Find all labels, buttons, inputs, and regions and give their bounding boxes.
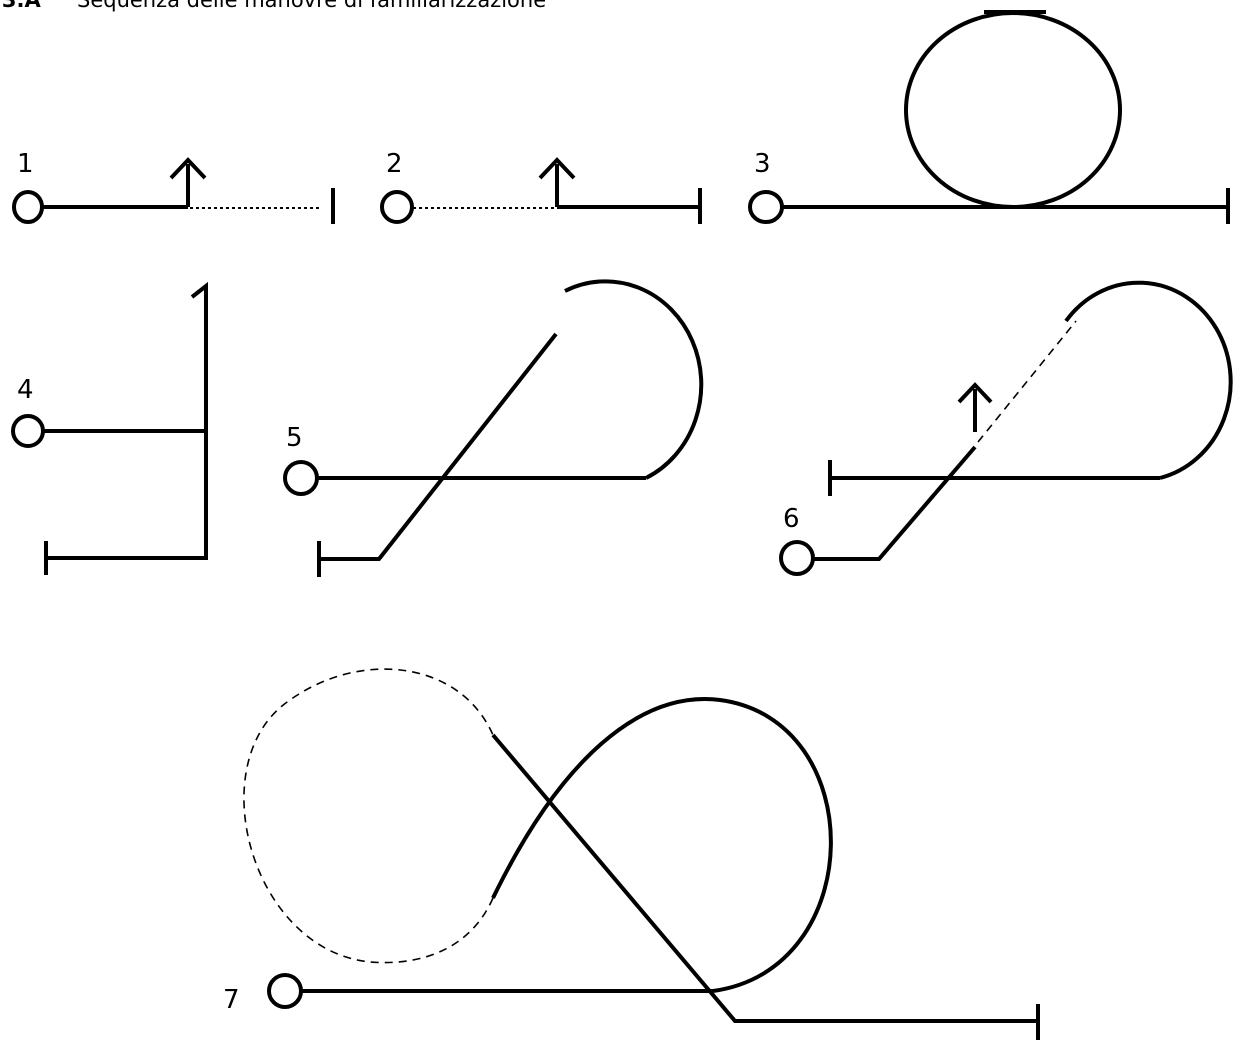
loop-arc-5: [564, 279, 704, 480]
step-number-5: 5: [286, 423, 303, 453]
maneuver-2: 2: [380, 149, 702, 224]
step-number-3: 3: [754, 149, 771, 179]
loop-circle-3: [904, 11, 1122, 209]
step-number-4: 4: [17, 375, 34, 405]
start-circle-2: [380, 190, 414, 224]
path-solid-5b: [319, 332, 558, 561]
start-circle-6: [779, 540, 815, 576]
path-dashed-6: [977, 320, 1077, 443]
step-number-6: 6: [783, 504, 800, 534]
maneuver-3: 3: [748, 10, 1230, 224]
path-solid-6a: [813, 445, 977, 561]
step-number-7: 7: [223, 985, 240, 1015]
step-number-1: 1: [17, 149, 34, 179]
maneuver-4: 4: [11, 281, 208, 575]
maneuver-1: 1: [12, 149, 335, 224]
figure-caption: art. 3.A Sequenza delle manovre di famil…: [0, 0, 546, 12]
turn-arrow-icon: [169, 157, 207, 207]
start-circle-5: [283, 460, 319, 496]
turn-arrow-icon: [538, 157, 576, 207]
path-solid-4b: [46, 281, 208, 560]
loop-arc-7-solid: [491, 697, 833, 993]
start-circle-7: [267, 973, 303, 1009]
maneuver-7: 7: [223, 668, 1040, 1040]
caption-text: Sequenza delle manovre di familiarizzazi…: [77, 0, 546, 12]
caption-label: art. 3.A: [0, 0, 41, 12]
maneuver-5: 5: [283, 279, 704, 577]
turn-arrow-icon: [957, 382, 993, 432]
step-number-2: 2: [386, 149, 403, 179]
start-circle-1: [12, 190, 44, 224]
path-solid-7b: [491, 733, 1038, 1023]
maneuver-6: 6: [779, 280, 1233, 576]
loop-arc-6: [1064, 280, 1233, 480]
start-circle-3: [748, 190, 784, 224]
start-circle-4: [11, 414, 45, 448]
loop-arc-7-dashed: [243, 668, 494, 964]
